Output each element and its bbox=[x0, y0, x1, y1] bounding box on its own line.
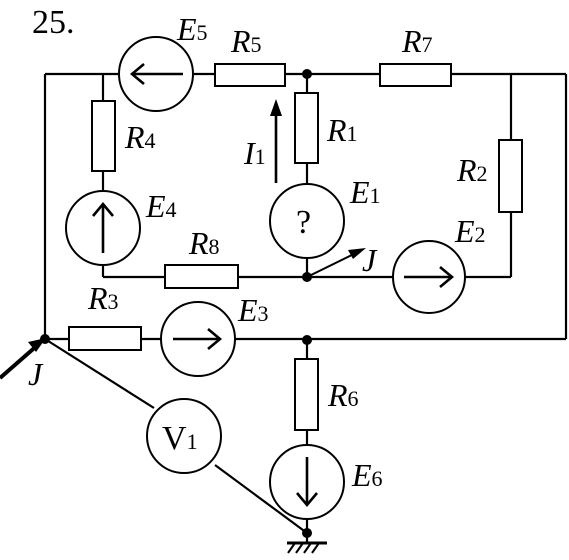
source-e3 bbox=[160, 301, 236, 377]
label-r6: R6 bbox=[327, 377, 359, 413]
source-e1 bbox=[269, 183, 345, 259]
ground-symbol bbox=[287, 533, 327, 554]
node-top-middle bbox=[302, 69, 312, 79]
label-j-left: J bbox=[28, 356, 44, 392]
node-mid-r8 bbox=[302, 272, 312, 282]
resistor-r6 bbox=[294, 358, 319, 431]
wire-v1-lower bbox=[214, 464, 308, 534]
resistor-r2 bbox=[498, 139, 523, 213]
source-e2 bbox=[392, 240, 466, 314]
label-r8: R8 bbox=[188, 225, 220, 261]
node-ground bbox=[302, 528, 312, 538]
label-j-mid: J bbox=[362, 242, 378, 278]
label-r2: R2 bbox=[456, 152, 488, 188]
node-left-junction bbox=[40, 334, 50, 344]
wire-v1-upper bbox=[44, 338, 155, 409]
source-e4 bbox=[65, 190, 141, 266]
label-e4: E4 bbox=[145, 188, 177, 224]
label-r1: R1 bbox=[326, 112, 358, 148]
label-e5: E5 bbox=[176, 11, 208, 47]
node-lower-middle bbox=[302, 335, 312, 345]
label-e1: E1 bbox=[349, 174, 381, 210]
label-r5: R5 bbox=[230, 23, 262, 59]
problem-number: 25. bbox=[32, 4, 75, 41]
label-r4: R4 bbox=[124, 119, 156, 155]
resistor-r3 bbox=[68, 326, 142, 351]
voltmeter-v1 bbox=[146, 398, 222, 474]
resistor-r7 bbox=[379, 63, 452, 87]
label-e6: E6 bbox=[351, 457, 383, 493]
label-r3: R3 bbox=[87, 280, 119, 316]
current-source-j-mid-arrow bbox=[306, 248, 366, 278]
resistor-r1 bbox=[294, 92, 319, 164]
label-r7: R7 bbox=[401, 23, 433, 59]
unknown-source-mark: ? bbox=[296, 204, 311, 241]
label-voltmeter: V1 bbox=[162, 420, 198, 457]
resistor-r5 bbox=[214, 63, 286, 87]
resistor-r8 bbox=[164, 264, 239, 289]
resistor-r4 bbox=[91, 100, 116, 172]
label-i1: I1 bbox=[243, 135, 266, 171]
source-e6 bbox=[269, 444, 345, 520]
current-arrow-i1 bbox=[270, 99, 282, 183]
label-e2: E2 bbox=[454, 213, 486, 249]
source-e5 bbox=[118, 36, 194, 112]
label-e3: E3 bbox=[237, 292, 269, 328]
